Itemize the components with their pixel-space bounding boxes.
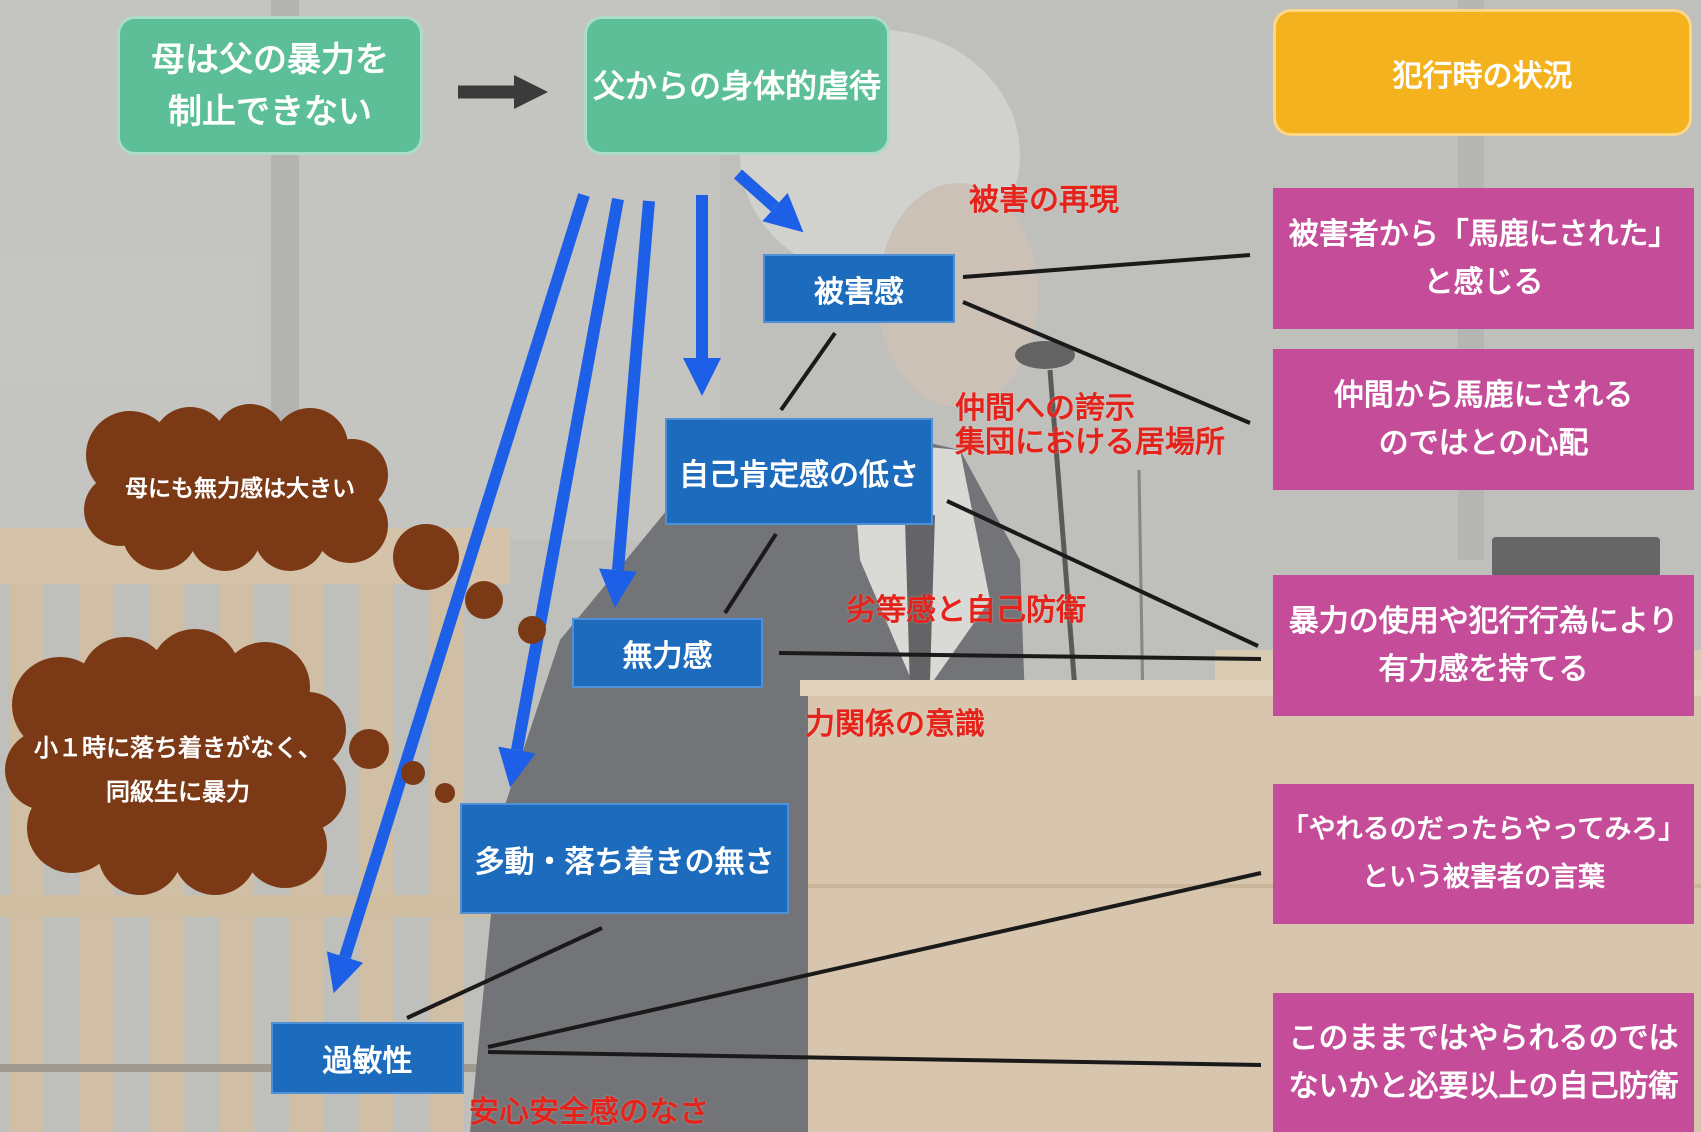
thought-bubble-small [435, 783, 455, 803]
situation-4-line-2: という被害者の言葉 [1362, 862, 1605, 893]
cloud-first-grade-text: 小１時に落ち着きがなく、 同級生に暴力 [18, 726, 338, 814]
annotation-peer-display-line-2: 集団における居場所 [955, 425, 1225, 460]
situation-box-4: 「やれるのだったらやってみろ」 という被害者の言葉 [1273, 784, 1694, 924]
cause-box-mother-line-1: 母は父の暴力を [151, 39, 389, 80]
thought-bubble-medium [401, 761, 425, 785]
cloud-puff [84, 474, 156, 546]
cloud-first-grade-shape [5, 629, 455, 895]
cloud-puff [150, 629, 240, 719]
cloud-puff [5, 730, 85, 810]
cause-box-mother-line-2: 制止できない [168, 91, 372, 132]
desk-panel-seam [808, 884, 1701, 888]
cause-box-father-abuse: 父からの身体的虐待 [584, 16, 890, 155]
line-self-esteem-to-situation-3 [946, 499, 1259, 648]
cloud-puff [312, 487, 388, 563]
arrow-abuse-to-hyperactivity [498, 197, 624, 788]
trait-box-hyperactivity: 多動・落ち着きの無さ [460, 803, 789, 914]
microphone-head [1015, 341, 1075, 369]
situation-5-line-1: このままではやられるのでは [1288, 1020, 1679, 1056]
trait-box-low-self-esteem: 自己肯定感の低さ [665, 418, 933, 525]
annotation-peer-display-line-1: 仲間への誇示 [955, 391, 1135, 426]
annotation-inferiority: 劣等感と自己防衛 [846, 593, 1086, 628]
situation-5-line-2: ないかと必要以上の自己防衛 [1288, 1068, 1679, 1104]
cloud-puff [270, 692, 346, 768]
line-victimization-to-situation-2 [962, 300, 1251, 425]
line-hyperactivity-to-hypersensitivity [406, 926, 603, 1020]
thought-bubble-small [518, 616, 546, 644]
trait-victimization-label: 被害感 [814, 274, 904, 310]
situation-box-3: 暴力の使用や犯行行為により 有力感を持てる [1273, 575, 1694, 716]
cloud-mother-powerless-text: 母にも無力感は大きい [125, 476, 355, 502]
line-victimization-to-self-esteem [779, 331, 837, 412]
monitor [1492, 537, 1660, 577]
situations-header: 犯行時の状況 [1273, 9, 1692, 136]
speaker-face [878, 183, 1038, 407]
microphone-stand [1047, 369, 1078, 691]
cloud-puff [173, 811, 257, 895]
railing-middle-rail [0, 895, 510, 917]
cloud-mother-powerless-shape [84, 404, 546, 644]
thought-bubble-large [349, 729, 389, 769]
situation-1-line-2: と感じる [1423, 264, 1544, 300]
situation-2-line-1: 仲間から馬鹿にされる [1333, 377, 1634, 413]
trait-hyperactivity-label: 多動・落ち着きの無さ [474, 844, 775, 880]
cause-box-mother: 母は父の暴力を 制止できない [117, 16, 423, 155]
situation-3-line-2: 有力感を持てる [1378, 651, 1589, 687]
speaker-tie [905, 515, 935, 690]
situation-box-5: このままではやられるのでは ないかと必要以上の自己防衛 [1273, 993, 1694, 1132]
cloud-puff [214, 404, 286, 476]
cloud-puff [243, 804, 327, 888]
line-powerlessness-to-situation-3 [778, 651, 1262, 661]
cloud-puff [189, 499, 261, 571]
line-hypersensitivity-to-situation-4 [487, 871, 1262, 1049]
trait-low-self-esteem-label: 自己肯定感の低さ [679, 457, 919, 493]
situation-1-line-1: 被害者から「馬鹿にされた」 [1288, 216, 1679, 252]
annotation-power-awareness: 力関係の意識 [805, 707, 985, 742]
trait-powerlessness-label: 無力感 [622, 639, 713, 674]
annotation-peer-display: 仲間への誇示 集団における居場所 [955, 392, 1225, 460]
situation-4-line-1: 「やれるのだったらやってみろ」 [1281, 814, 1686, 845]
line-self-esteem-to-powerlessness [723, 532, 778, 615]
arrow-abuse-to-powerlessness [599, 200, 655, 608]
line-hypersensitivity-to-situation-5 [487, 1050, 1262, 1067]
situation-box-2: 仲間から馬鹿にされる のではとの心配 [1273, 349, 1694, 490]
trait-box-hypersensitivity: 過敏性 [271, 1022, 464, 1094]
annotation-insecurity: 安心安全感のなさ [469, 1095, 709, 1130]
cloud-puff [254, 499, 326, 571]
arrow-abuse-to-victimization [734, 169, 804, 233]
influence-arrows [326, 169, 804, 994]
cloud-puff [80, 637, 170, 727]
cloud-puff [152, 407, 228, 483]
situations-header-label: 犯行時の状況 [1392, 58, 1573, 94]
arrow-abuse-to-hypersensitivity [326, 193, 590, 994]
situation-2-line-2: のではとの心配 [1378, 425, 1589, 461]
annotation-reenactment: 被害の再現 [969, 183, 1119, 218]
cloud-puff [98, 811, 182, 895]
line-victimization-to-situation-1 [962, 253, 1251, 279]
trait-hypersensitivity-label: 過敏性 [322, 1044, 413, 1079]
trait-box-victimization: 被害感 [763, 254, 955, 323]
thought-bubble-medium [465, 581, 503, 619]
situation-box-1: 被害者から「馬鹿にされた」 と感じる [1273, 188, 1694, 329]
connector-lines [406, 253, 1262, 1067]
cause-box-father-abuse-label: 父からの身体的虐待 [592, 66, 881, 105]
cloud-first-grade-line-2: 同級生に暴力 [106, 778, 250, 806]
situation-3-line-1: 暴力の使用や犯行行為により [1288, 603, 1679, 639]
thought-bubble-large [393, 524, 459, 590]
cloud-first-grade-line-1: 小１時に落ち着きがなく、 [34, 734, 322, 762]
trait-box-powerlessness: 無力感 [572, 618, 763, 688]
